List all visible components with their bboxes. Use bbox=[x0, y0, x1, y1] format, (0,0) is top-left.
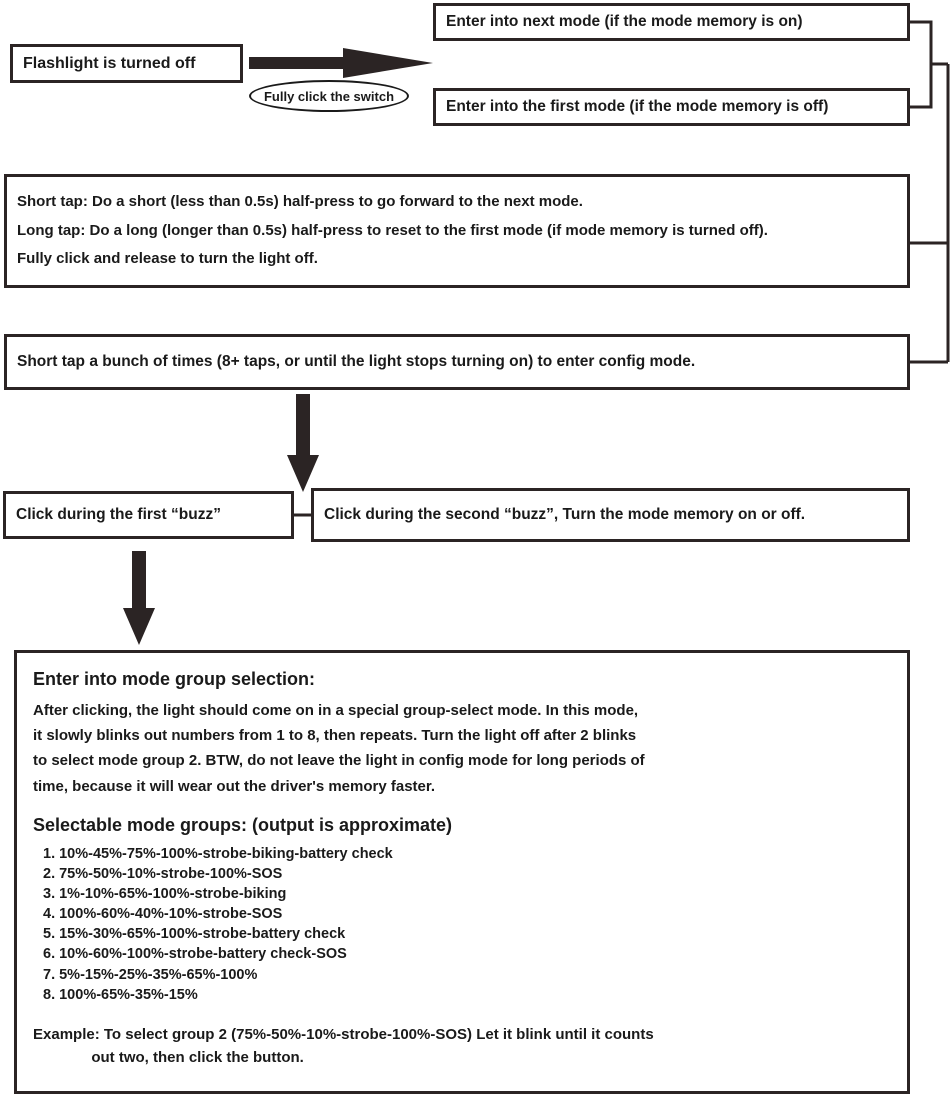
group-selection-paragraph-line: to select mode group 2. BTW, do not leav… bbox=[33, 752, 645, 770]
behavior-long-tap-main: Long tap: Do a long (longer than 0.5s) h… bbox=[17, 221, 543, 239]
node-enter-config-mode: Short tap a bunch of times (8+ taps, or … bbox=[4, 334, 910, 390]
buzz-to-groups-arrow-icon bbox=[123, 551, 155, 645]
list-item: 7. 5%-15%-25%-35%-65%-100% bbox=[43, 966, 258, 983]
fully-click-arrow-icon bbox=[249, 48, 433, 78]
group-selection-example-line: out two, then click the button. bbox=[33, 1049, 304, 1067]
node-flashlight-off: Flashlight is turned off bbox=[10, 44, 243, 83]
node-fully-click-the-switch-label: Fully click the switch bbox=[263, 88, 395, 104]
behavior-long-tap-note: (if mode memory is turned off). bbox=[547, 221, 768, 239]
list-item: 3. 1%-10%-65%-100%-strobe-biking bbox=[43, 886, 287, 903]
behavior-fully-click: Fully click and release to turn the ligh… bbox=[17, 250, 318, 268]
node-click-second-buzz: Click during the second “buzz”, Turn the… bbox=[311, 488, 910, 542]
selectable-groups-heading: Selectable mode groups: (output is appro… bbox=[33, 814, 453, 835]
list-item: 8. 100%-65%-35%-15% bbox=[43, 986, 198, 1003]
mode-group-list: 1. 10%-45%-75%-100%-strobe-biking-batter… bbox=[17, 844, 907, 1005]
list-item: 1. 10%-45%-75%-100%-strobe-biking-batter… bbox=[43, 845, 393, 862]
node-mode-group-selection: Enter into mode group selection: After c… bbox=[14, 650, 910, 1094]
node-enter-first-mode-label: Enter into the first mode (if the mode m… bbox=[446, 98, 829, 116]
node-flashlight-off-label: Flashlight is turned off bbox=[23, 54, 196, 72]
group-selection-paragraph-line: it slowly blinks out numbers from 1 to 8… bbox=[33, 727, 637, 745]
list-item: 6. 10%-60%-100%-strobe-battery check-SOS bbox=[43, 946, 347, 963]
top-boxes-bracket bbox=[910, 20, 948, 109]
list-item: 5. 15%-30%-65%-100%-strobe-battery check bbox=[43, 926, 346, 943]
list-item: 2. 75%-50%-10%-strobe-100%-SOS bbox=[43, 865, 283, 882]
node-enter-next-mode: Enter into next mode (if the mode memory… bbox=[433, 3, 910, 41]
node-click-second-buzz-label: Click during the second “buzz”, Turn the… bbox=[324, 506, 806, 524]
group-selection-example-line: Example: To select group 2 (75%-50%-10%-… bbox=[33, 1025, 654, 1043]
node-click-first-buzz-label: Click during the first “buzz” bbox=[16, 506, 221, 524]
node-enter-config-mode-label: Short tap a bunch of times (8+ taps, or … bbox=[17, 353, 696, 371]
behavior-short-tap: Short tap: Do a short (less than 0.5s) h… bbox=[17, 192, 583, 210]
right-feedback-rail bbox=[910, 64, 950, 364]
node-tap-behavior: Short tap: Do a short (less than 0.5s) h… bbox=[4, 174, 910, 288]
node-enter-first-mode: Enter into the first mode (if the mode m… bbox=[433, 88, 910, 126]
group-selection-paragraph: After clicking, the light should come on… bbox=[17, 698, 907, 799]
node-click-first-buzz: Click during the first “buzz” bbox=[3, 491, 294, 539]
group-selection-paragraph-line: After clicking, the light should come on… bbox=[33, 702, 639, 719]
group-selection-paragraph-line: time, because it will wear out the drive… bbox=[33, 777, 436, 795]
behavior-long-tap: Long tap: Do a long (longer than 0.5s) h… bbox=[7, 222, 907, 241]
config-to-buzz-arrow-icon bbox=[287, 394, 319, 492]
list-item: 4. 100%-60%-40%-10%-strobe-SOS bbox=[43, 906, 283, 923]
node-enter-next-mode-label: Enter into next mode (if the mode memory… bbox=[446, 13, 803, 31]
group-selection-example: Example: To select group 2 (75%-50%-10%-… bbox=[17, 1023, 907, 1070]
group-selection-heading: Enter into mode group selection: bbox=[33, 669, 316, 689]
node-fully-click-the-switch: Fully click the switch bbox=[249, 80, 409, 112]
